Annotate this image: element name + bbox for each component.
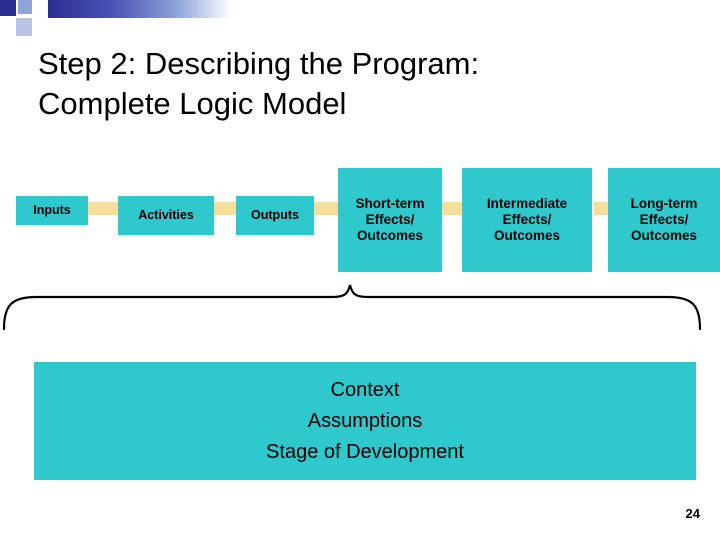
box-short-term-effects: Short-term Effects/ Outcomes [338,168,442,272]
box-intermediate-line3: Outcomes [493,227,561,243]
slide-title-line2: Complete Logic Model [38,85,347,121]
box-activities: Activities [118,196,214,235]
box-short-term-line1: Short-term [355,196,425,212]
box-short-term-line3: Outcomes [356,227,424,243]
context-line-1: Context [330,378,400,401]
context-line-2: Assumptions [307,409,423,432]
box-inputs: Inputs [16,196,88,225]
box-long-term-line1: Long-term [630,196,698,212]
context-line-3: Stage of Development [266,440,464,463]
deco-square-3 [16,18,32,36]
box-long-term-effects: Long-term Effects/ Outcomes [608,168,720,272]
box-long-term-line2: Effects/ [639,212,689,228]
arrow-inputs-to-activities [86,202,122,215]
deco-square-1 [0,0,16,16]
box-intermediate-effects: Intermediate Effects/ Outcomes [462,168,592,272]
brace-connector [2,283,702,331]
arrow-shortterm-to-intermediate [442,202,464,215]
page-number: 24 [685,506,700,521]
box-intermediate-line2: Effects/ [502,212,552,228]
box-short-term-line2: Effects/ [365,212,415,228]
slide-title-line1: Step 2: Describing the Program: [38,46,480,81]
slide-title: Step 2: Describing the Program: Complete… [38,44,698,123]
box-activities-label: Activities [138,208,194,223]
deco-gradient-bar [48,0,232,18]
decorative-corner [0,0,232,36]
context-band: Context Assumptions Stage of Development [34,362,696,480]
arrow-outputs-to-shortterm [312,202,340,215]
box-inputs-label: Inputs [33,203,71,218]
box-outputs: Outputs [236,196,314,235]
box-outputs-label: Outputs [251,208,299,223]
deco-square-2 [18,0,32,14]
box-long-term-line3: Outcomes [630,227,698,243]
arrow-activities-to-outputs [212,202,240,215]
box-intermediate-line1: Intermediate [486,196,568,212]
